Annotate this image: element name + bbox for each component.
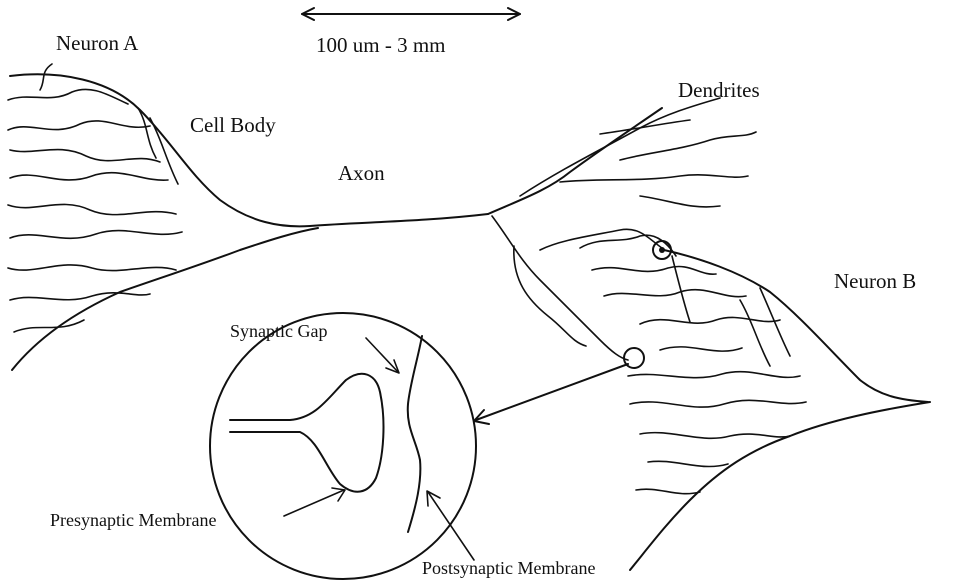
- neuron-a-dendrites: [8, 64, 182, 332]
- synapse-inset: [210, 313, 476, 579]
- neuron-b-lower-outline: [630, 402, 930, 570]
- label-postsynaptic-membrane: Postsynaptic Membrane: [422, 559, 595, 577]
- presynaptic-terminal: [230, 374, 383, 492]
- label-neuron-a: Neuron A: [56, 33, 138, 54]
- neuron-b: [488, 98, 930, 570]
- scale-bar-arrow: [302, 8, 520, 20]
- neuron-a-upper-outline: [10, 74, 488, 226]
- label-synaptic-gap: Synaptic Gap: [230, 322, 327, 340]
- label-cell-body: Cell Body: [190, 115, 276, 136]
- postsynaptic-pointer: [427, 491, 474, 560]
- synaptic-gap-pointer: [366, 338, 399, 373]
- postsynaptic-membrane-line: [408, 336, 422, 532]
- label-scale: 100 um - 3 mm: [316, 35, 446, 56]
- label-axon: Axon: [338, 163, 385, 184]
- magnify-arrow: [474, 364, 628, 424]
- presynaptic-pointer: [284, 488, 345, 516]
- label-neuron-b: Neuron B: [834, 271, 916, 292]
- upper-dendrites: [520, 98, 756, 207]
- neuron-b-dendrites: [580, 235, 806, 493]
- axon-to-dendrites: [488, 108, 662, 214]
- label-presynaptic-membrane: Presynaptic Membrane: [50, 511, 216, 529]
- inset-circle: [210, 313, 476, 579]
- label-dendrites: Dendrites: [678, 80, 760, 101]
- axon-terminal-branches: [492, 216, 628, 360]
